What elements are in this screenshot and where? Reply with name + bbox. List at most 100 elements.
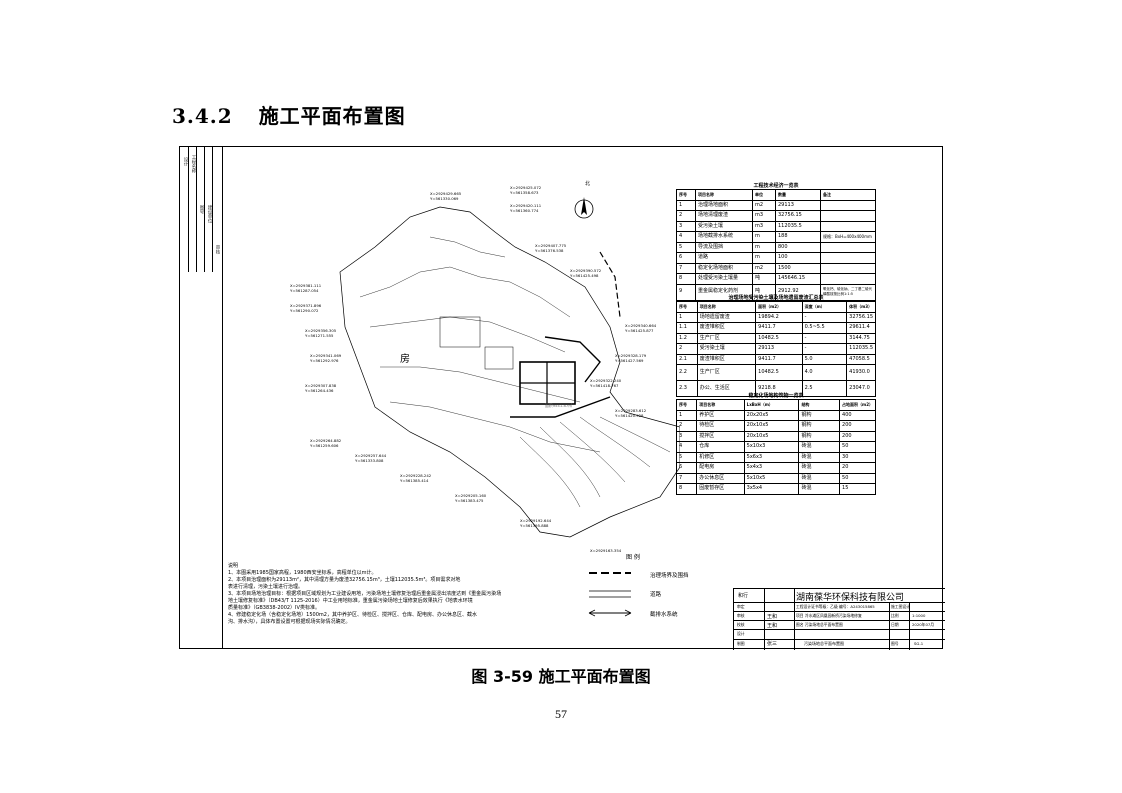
- legend-item: 截排水系统: [650, 612, 678, 618]
- sheet-label: 图号: [891, 641, 899, 646]
- svg-text:X=2929420.111: X=2929420.111: [510, 203, 542, 208]
- svg-text:X=2929407.775: X=2929407.775: [535, 243, 567, 248]
- svg-text:X=2929228.242: X=2929228.242: [400, 473, 432, 478]
- project-name: 冷水滩区凤凰园新桥污染场地修复: [804, 613, 862, 618]
- drawing-notes: 说明 1、本图采用1985国家高程，1980西安坐标系，高程单位以m计。 2、本…: [228, 563, 528, 626]
- note-line: 2、本项目治理面积为29113m²，其中清理方量为废渣32756.15m³，土壤…: [228, 577, 461, 583]
- svg-text:Y=561292.976: Y=561292.976: [310, 358, 339, 363]
- role-label: 审核: [737, 613, 745, 618]
- date-label: 日期: [891, 622, 899, 627]
- legend-item: 道路: [650, 592, 662, 598]
- project-label: 项目: [796, 613, 804, 618]
- strip-label: 工程名称: [191, 155, 196, 173]
- svg-text:Y=561376.538: Y=561376.538: [535, 248, 564, 253]
- svg-text:X=2929429.665: X=2929429.665: [430, 191, 462, 196]
- role-label: 设计: [737, 631, 745, 636]
- sheet-number: SG-1: [914, 641, 924, 646]
- svg-text:Y=561425.498: Y=561425.498: [570, 273, 599, 278]
- title-block: 湖南葆华环保科技有限公司 工程设计证书等级：乙级 编号：A243015865 和…: [733, 588, 945, 650]
- strip-label: 审核: [215, 245, 220, 254]
- svg-text:Y=561383.475: Y=561383.475: [455, 498, 484, 503]
- svg-text:Y=561290.072: Y=561290.072: [290, 308, 319, 313]
- north-label: 北: [585, 181, 591, 187]
- section-title: 施工平面布置图: [258, 104, 406, 128]
- svg-text:Y=561330.069: Y=561330.069: [430, 196, 459, 201]
- svg-text:Y=561395.888: Y=561395.888: [520, 523, 549, 528]
- strip-label: 建设单位: [207, 205, 212, 223]
- scale-label: 比例: [891, 613, 899, 618]
- svg-text:Y=561425.877: Y=561425.877: [625, 328, 654, 333]
- note-line: 质量标准》（GB3838-2002）IV类标准。: [228, 605, 320, 611]
- svg-text:X=2929283.612: X=2929283.612: [615, 408, 647, 413]
- role-name: 和行: [738, 593, 749, 599]
- svg-text:Y=561360.774: Y=561360.774: [510, 208, 539, 213]
- role-label: 审定: [737, 604, 745, 609]
- svg-text:Y=561264.436: Y=561264.436: [305, 388, 334, 393]
- svg-text:X=2929322.240: X=2929322.240: [590, 378, 622, 383]
- legend-item: 治理场界及围挡: [650, 573, 689, 579]
- drawing-label: 图名: [796, 622, 804, 627]
- svg-text:X=2929341.069: X=2929341.069: [310, 353, 342, 358]
- note-line: 4、修建稳定化场（含稳定化场地）1500m2，其中养护区、待检区、搅拌区、仓库、…: [228, 612, 477, 618]
- svg-text:X=2929307.838: X=2929307.838: [305, 383, 337, 388]
- svg-text:Y=561427.569: Y=561427.569: [615, 358, 644, 363]
- note-line: 3、本项目场地治理目标：根据项目区域规划为工业建设用地，污染场地土壤修复治理后重…: [228, 591, 502, 597]
- page-number: 57: [555, 707, 567, 721]
- role-signature: 张三: [767, 641, 778, 647]
- drawing-title: 污染场地总平面布置图: [804, 641, 844, 646]
- svg-text:房: 房: [400, 352, 410, 365]
- date-value: 2020年07月: [912, 622, 935, 627]
- table2-title: 治理场地受污染土壤及场地遗留废渣汇总表: [728, 295, 824, 301]
- north-arrow-icon: [574, 197, 594, 219]
- svg-text:X=2929390.572: X=2929390.572: [570, 268, 602, 273]
- role-label: 制图: [737, 641, 745, 646]
- svg-text:Y=561358.673: Y=561358.673: [510, 190, 539, 195]
- note-line: 沟、排水沟），具体布置设置可根据现场实际情况确定。: [228, 619, 351, 625]
- legend-symbols: [588, 572, 632, 617]
- svg-text:X=2929257.644: X=2929257.644: [355, 453, 387, 458]
- role-signature: 王和: [767, 614, 778, 620]
- svg-text:X=2929205.160: X=2929205.160: [455, 493, 487, 498]
- svg-text:Y=561259.606: Y=561259.606: [310, 443, 339, 448]
- role-label: 校核: [737, 622, 745, 627]
- svg-text:Y=561333.808: Y=561333.808: [355, 458, 384, 463]
- figure-caption: 图 3-59 施工平面布置图: [471, 667, 651, 686]
- svg-text:Y=561420.928: Y=561420.928: [615, 413, 644, 418]
- svg-text:X=2929340.664: X=2929340.664: [625, 323, 657, 328]
- svg-text:X=2929356.305: X=2929356.305: [305, 328, 337, 333]
- drawing-frame: 工程名称 图号 建设单位 审核 设计 X: [179, 146, 945, 650]
- drawing-name: 污染场地总平面布置图: [804, 622, 843, 627]
- svg-text:X=2929425.072: X=2929425.072: [510, 185, 542, 190]
- site-dim-label: 面积9541.87㎡: [545, 403, 572, 408]
- company-name: 湖南葆华环保科技有限公司: [796, 593, 905, 603]
- svg-text:Y=561385.414: Y=561385.414: [400, 478, 429, 483]
- table1-title: 工程技术经济一览表: [753, 183, 799, 189]
- license-text: 工程设计证书等级：乙级 编号：A243015865: [796, 604, 875, 609]
- svg-text:X=2929371.896: X=2929371.896: [290, 303, 322, 308]
